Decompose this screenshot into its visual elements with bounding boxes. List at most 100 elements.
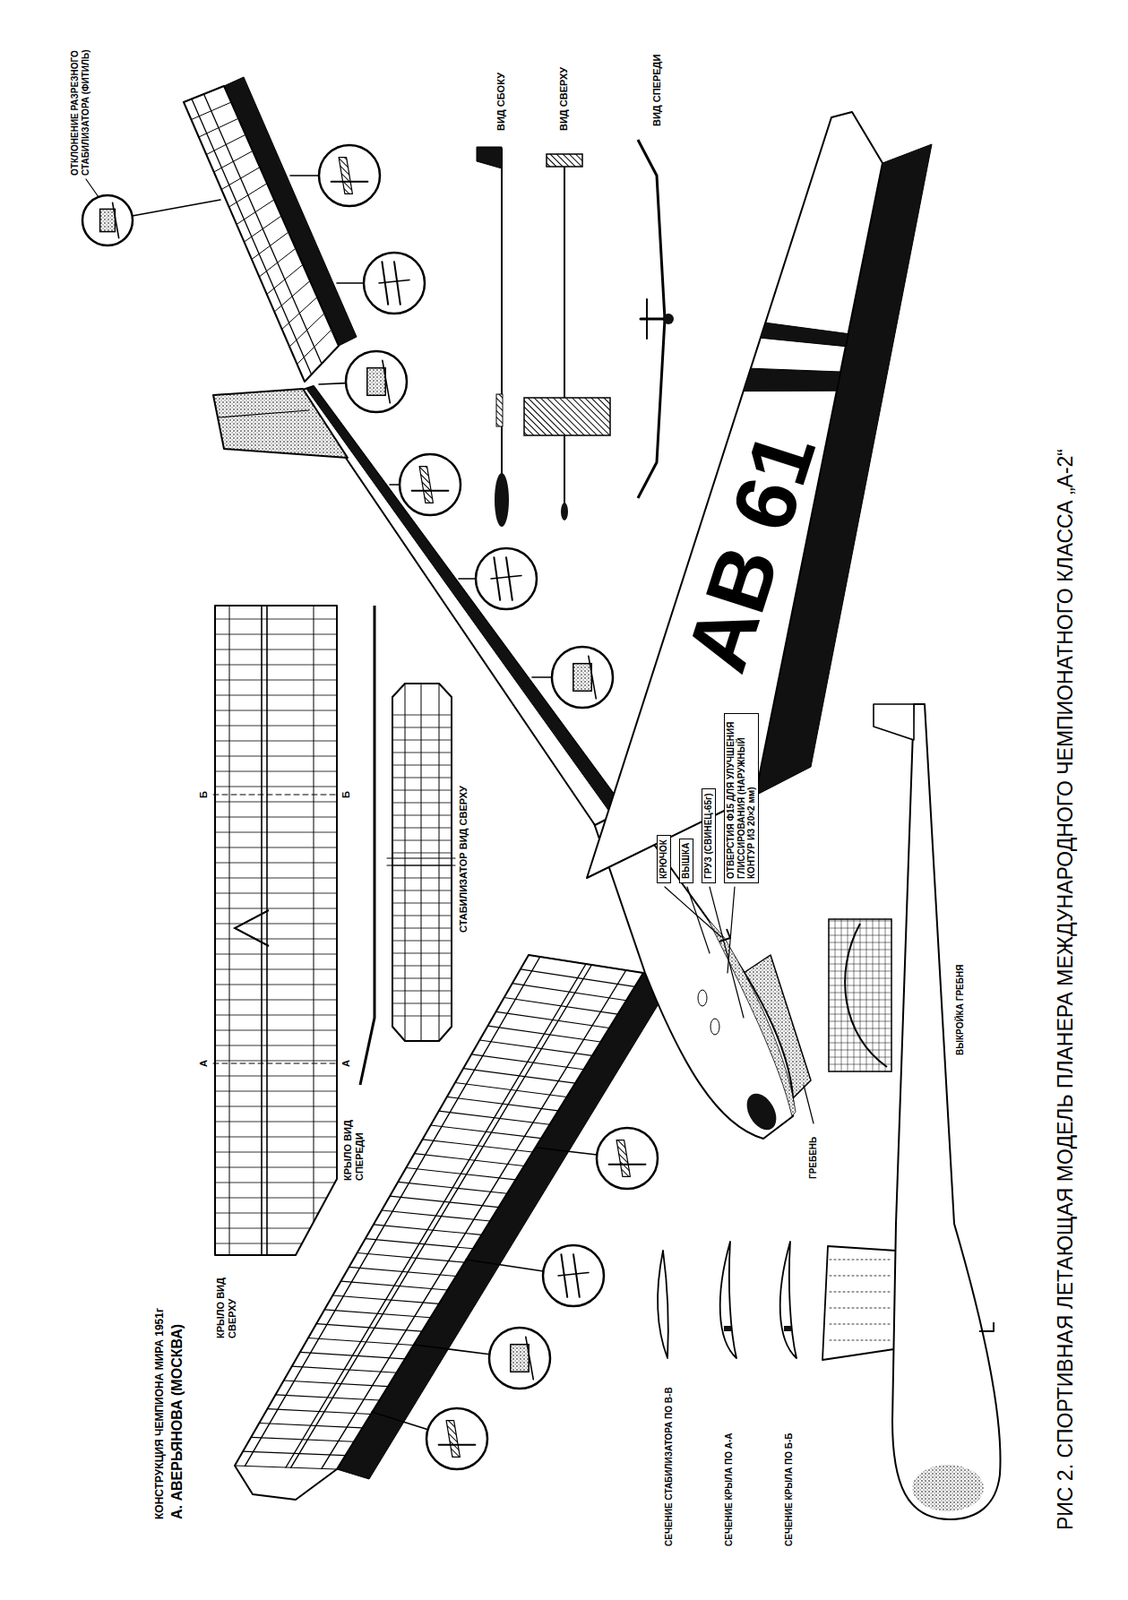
wing-front-view <box>360 605 375 1085</box>
section-marker: А <box>198 1059 210 1068</box>
wing-spar <box>244 956 540 1466</box>
wing-rib <box>215 954 337 956</box>
detail-part <box>506 557 513 601</box>
detail-circle <box>363 252 425 314</box>
detail-part <box>338 157 353 195</box>
grid-line <box>885 919 887 1072</box>
section-marker: А <box>340 1059 353 1068</box>
front-view-wing <box>637 139 665 499</box>
section-title: СЕЧЕНИЕ СТАБИЛИЗАТОРА ПО В-В <box>663 1386 675 1547</box>
stabilizer <box>183 86 339 382</box>
detail-part <box>394 261 401 305</box>
wing-rib <box>215 740 337 742</box>
stabilizer-spar <box>439 683 440 1042</box>
wing-spar <box>285 964 586 1468</box>
wing-rib <box>215 1152 337 1154</box>
wing-marking: AB 61 <box>672 422 830 681</box>
leader-line <box>532 676 552 679</box>
pylon-line <box>829 1275 893 1277</box>
detail-part <box>609 1163 646 1166</box>
wing-rib <box>215 1182 336 1184</box>
top-view-nose <box>560 502 569 521</box>
wing-stripe <box>743 368 841 391</box>
wing-rib <box>215 725 337 727</box>
wing-rib <box>215 893 337 895</box>
detail-circle <box>318 145 380 207</box>
stabilizer-spar <box>191 98 312 375</box>
stabilizer-rib <box>392 878 452 879</box>
detail-part <box>490 576 522 579</box>
stabilizer-centre-mark <box>387 864 456 866</box>
front-view-fuselage <box>663 313 674 325</box>
detail-circle <box>542 1245 604 1307</box>
pylon-line <box>829 1324 893 1326</box>
detail-part <box>616 1140 630 1178</box>
wing-spar-section <box>783 1326 792 1332</box>
detail-part <box>525 1336 534 1380</box>
rudder-line <box>218 410 310 418</box>
wing-rib <box>215 710 337 712</box>
wing-spar <box>321 970 627 1469</box>
wing-rib <box>215 634 337 636</box>
leader-line <box>709 886 744 1018</box>
wing-rib <box>215 908 337 910</box>
stabilizer-rib <box>392 940 452 942</box>
leader-line <box>290 174 319 177</box>
stabilizer-rib <box>392 890 452 892</box>
wing-rib <box>215 771 337 773</box>
wing-rib <box>215 1030 337 1032</box>
side-nose-ballast <box>912 1464 984 1512</box>
side-fin <box>873 704 914 741</box>
top-view-fuselage <box>563 155 566 517</box>
wing-rib <box>215 1076 337 1077</box>
view-title: КРЫЛО ВИД СПЕРЕДИ <box>342 1100 365 1181</box>
section-line <box>213 1063 338 1065</box>
part-label: ГРУЗ (СВИНЕЦ-65г) <box>701 788 716 884</box>
detail-part <box>510 1344 529 1373</box>
wing-plan-outline <box>215 605 337 1256</box>
side-view-wing <box>496 394 503 427</box>
wing-stripe <box>760 322 849 347</box>
section-marker: Б <box>340 791 353 799</box>
pylon-line <box>829 1340 893 1342</box>
view-title: КРЫЛО ВИД СВЕРХУ <box>215 1266 238 1339</box>
pod-hole <box>697 990 707 1007</box>
wing-rib <box>215 1121 337 1123</box>
leader-line <box>318 383 346 385</box>
pylon-line <box>829 1308 893 1309</box>
wing-spar <box>229 605 231 1256</box>
view-title: ВИД СБОКУ <box>495 72 508 131</box>
stabilizer-rib <box>392 777 452 779</box>
leader-line <box>132 199 221 216</box>
grid-line <box>841 919 843 1072</box>
stabilizer-rib <box>392 903 452 905</box>
stabilizer-rib <box>392 965 452 967</box>
detail-part <box>100 208 116 232</box>
fin <box>213 388 348 458</box>
side-view-fin <box>476 146 502 169</box>
wing-rib <box>215 984 337 986</box>
detail-part <box>378 280 410 284</box>
boom-stripe <box>306 386 626 819</box>
detail-circle <box>475 548 537 610</box>
stabilizer-rib <box>392 727 452 729</box>
front-view-fin <box>640 318 664 321</box>
leader-line <box>664 886 722 938</box>
wing-rib <box>215 619 337 620</box>
detail-circle <box>489 1327 551 1389</box>
pylon <box>822 1246 896 1361</box>
pattern-grid <box>828 919 892 1072</box>
detail-part <box>367 368 386 397</box>
wing-spar <box>266 605 268 1256</box>
figure-caption: РИС 2. СПОРТИВНАЯ ЛЕТАЮЩАЯ МОДЕЛЬ ПЛАНЕР… <box>1053 448 1077 1531</box>
view-title: ВЫКРОЙКА ГРЕБНЯ <box>955 964 966 1056</box>
stabilizer-rib <box>392 953 452 955</box>
wing-rib <box>215 862 337 864</box>
wing-rib <box>215 923 337 925</box>
section-title: СЕЧЕНИЕ КРЫЛА ПО А-А <box>723 1432 735 1547</box>
pylon-line <box>829 1259 893 1261</box>
detail-part <box>573 663 592 692</box>
leader-line <box>535 1147 597 1155</box>
